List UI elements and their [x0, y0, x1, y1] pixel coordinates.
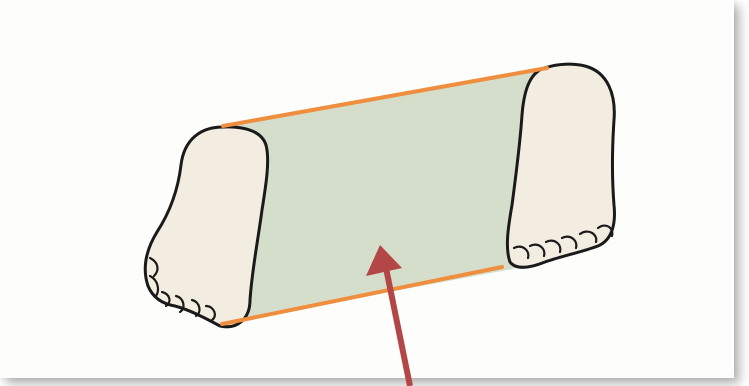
- left-toe-lines: [148, 256, 216, 322]
- right-foot: [505, 62, 616, 269]
- left-foot-outline: [143, 125, 270, 329]
- pointer-arrow: [366, 245, 413, 386]
- base-of-support-area: [205, 68, 560, 323]
- arrow-shaft: [383, 267, 413, 386]
- base-bottom-edge: [220, 265, 504, 326]
- arrow-head: [366, 245, 402, 276]
- right-foot-outline: [505, 62, 616, 269]
- base-top-edge: [221, 66, 549, 128]
- right-toe-lines: [512, 224, 614, 260]
- left-foot: [143, 125, 270, 329]
